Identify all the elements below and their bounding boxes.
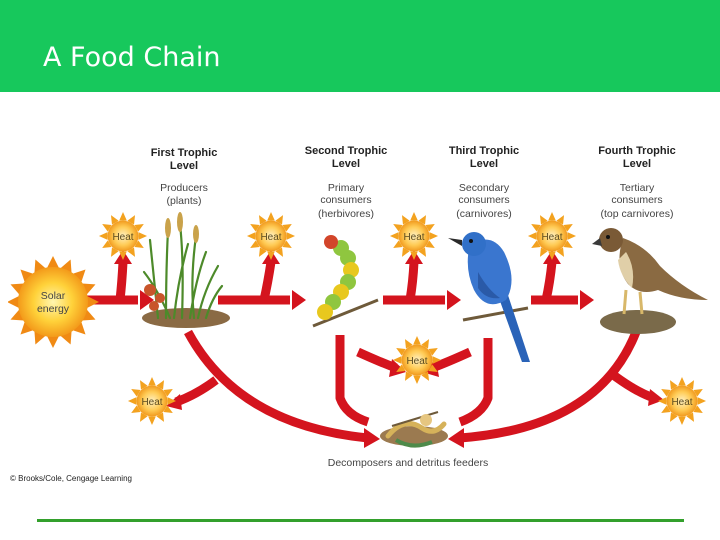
level-1-role: Producers	[160, 182, 208, 194]
food-chain-diagram: First Trophic Level Producers (plants) S…	[8, 140, 714, 485]
level-2-title-2: Level	[332, 158, 360, 170]
heat-label-2: Heat	[260, 232, 281, 243]
heat-label-7: Heat	[671, 397, 692, 408]
heat-labels: Heat Heat Heat Heat Heat Heat Heat	[112, 232, 692, 408]
arrow-heat-4	[541, 261, 557, 301]
arrow-heat-1	[115, 261, 128, 301]
level-2-title: Second Trophic	[305, 145, 388, 157]
bluebird-illustration	[448, 232, 530, 362]
arrow-herbivore-to-decomposers	[335, 335, 370, 427]
level-4-role-2: consumers	[611, 194, 662, 206]
arrow-heat-3	[405, 261, 419, 301]
heat-label-4: Heat	[541, 232, 562, 243]
title-bar: A Food Chain	[0, 0, 720, 92]
level-3-role: Secondary	[459, 182, 510, 194]
level-1-heading: First Trophic Level Producers (plants)	[151, 147, 218, 207]
level-4-title: Fourth Trophic	[598, 145, 676, 157]
level-3-heading: Third Trophic Level Secondary consumers …	[449, 145, 519, 220]
level-3-title: Third Trophic	[449, 145, 519, 157]
arrow-carnivore-to-decomposers	[458, 338, 493, 427]
level-2-role: Primary	[328, 182, 365, 194]
image-credit: © Brooks/Cole, Cengage Learning	[10, 474, 132, 483]
sun-label-2: energy	[37, 303, 70, 315]
bottom-divider	[37, 519, 684, 522]
caterpillar-illustration	[312, 235, 379, 328]
heat-label-6: Heat	[141, 397, 162, 408]
level-4-role-3: (top carnivores)	[601, 208, 674, 220]
level-2-heading: Second Trophic Level Primary consumers (…	[305, 145, 388, 220]
sun-icon	[8, 256, 99, 348]
arrowheads	[114, 250, 664, 448]
level-4-title-2: Level	[623, 158, 651, 170]
level-3-role-2: consumers	[458, 194, 509, 206]
level-2-role-3: (herbivores)	[318, 208, 374, 220]
arrow-heat-center-left	[356, 347, 398, 373]
food-chain-svg: First Trophic Level Producers (plants) S…	[8, 145, 708, 483]
level-4-heading: Fourth Trophic Level Tertiary consumers …	[598, 145, 676, 220]
plants-illustration	[142, 212, 230, 328]
level-1-title: First Trophic	[151, 147, 218, 159]
slide-title: A Food Chain	[43, 42, 221, 73]
heat-label-3: Heat	[403, 232, 424, 243]
level-1-title-2: Level	[170, 160, 198, 172]
arrow-producers-to-decomposers	[184, 329, 369, 443]
level-1-role-2: (plants)	[166, 195, 201, 207]
sun-label: Solar	[41, 290, 66, 302]
level-2-role-2: consumers	[320, 194, 371, 206]
arrow-heat-6	[609, 370, 656, 403]
arrow-top-to-decomposers	[459, 330, 641, 443]
heat-label-1: Heat	[112, 232, 133, 243]
arrow-heat-5	[174, 376, 219, 407]
decomposers-label: Decomposers and detritus feeders	[328, 457, 489, 469]
decomposers-illustration	[380, 411, 448, 448]
hawk-illustration	[592, 228, 708, 334]
level-3-title-2: Level	[470, 158, 498, 170]
arrow-heat-2	[259, 261, 276, 301]
heat-label-5: Heat	[406, 356, 427, 367]
level-4-role: Tertiary	[620, 182, 655, 194]
level-3-role-3: (carnivores)	[456, 208, 511, 220]
